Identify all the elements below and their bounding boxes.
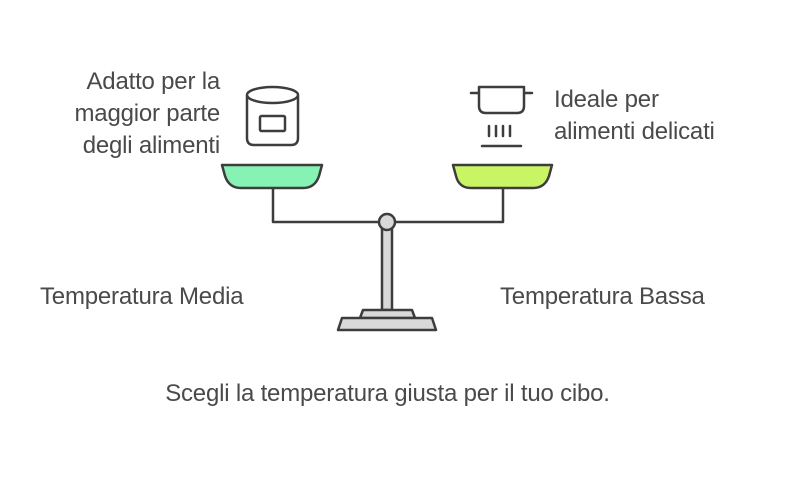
left-description-line: degli alimenti [82,132,220,159]
right-description-line: alimenti delicati [554,118,715,145]
left-pan [220,163,324,190]
right-pan-label: Temperatura Bassa [500,283,705,310]
jar-icon [245,85,300,147]
scale-column [380,227,394,312]
right-description-line: Ideale per [554,86,659,113]
pot-with-steam-icon [469,85,534,148]
left-description-line: Adatto per la [86,68,221,95]
left-pan-description: Adatto per la maggior parte degli alimen… [74,66,221,162]
scale-base [336,316,438,332]
right-pan [451,163,554,190]
right-pan-description: Ideale per alimenti delicati [554,84,715,148]
diagram-caption: Scegli la temperatura giusta per il tuo … [165,380,610,407]
scale-pivot [377,212,397,232]
left-pan-label: Temperatura Media [40,283,244,310]
left-description-line: maggior parte [74,100,221,127]
